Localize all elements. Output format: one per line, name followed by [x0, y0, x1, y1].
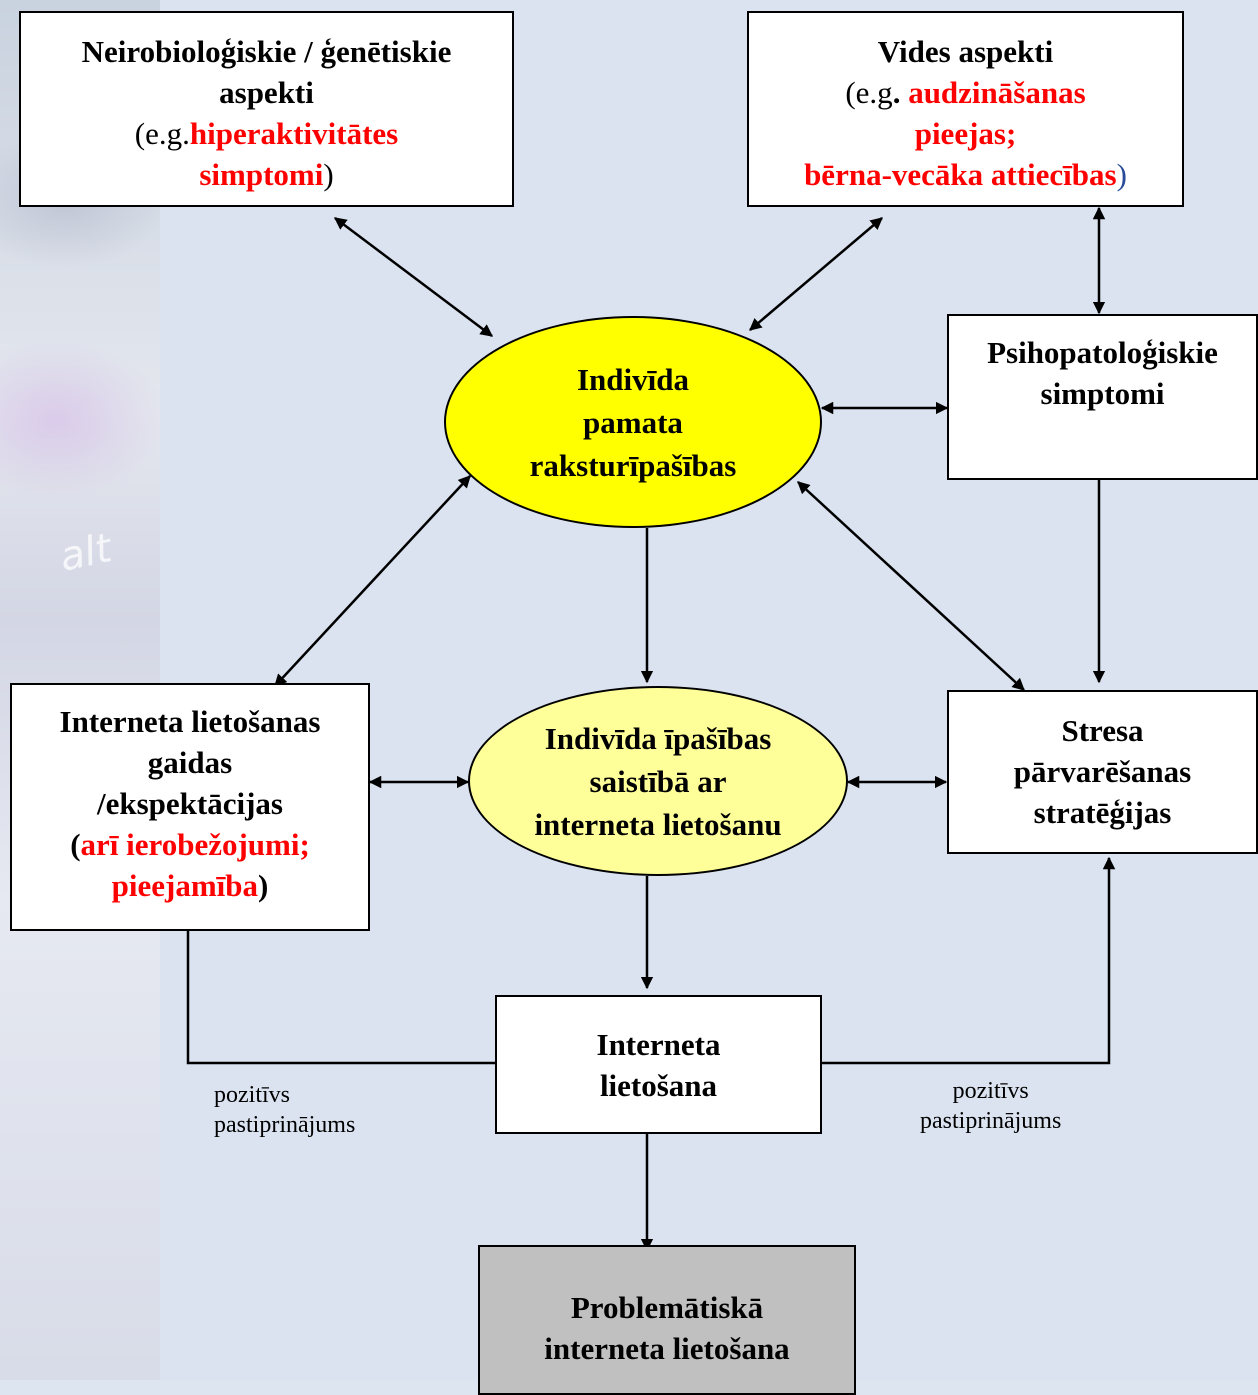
internet-usage-box: Interneta lietošana: [495, 995, 822, 1134]
neuro-line-2: aspekti: [219, 75, 314, 110]
env-line-4: bērna-vecāka attiecības): [804, 154, 1127, 195]
left-label-line-1: pozitīvs: [214, 1082, 290, 1108]
neuro-line-4: simptomi): [199, 154, 333, 195]
traits-line-2: saistībā ar: [589, 763, 727, 799]
env-example-suffix: ): [1116, 157, 1127, 192]
env-example-prefix: (e.g: [845, 75, 893, 110]
problem-line-1: Problemātiskā: [570, 1290, 764, 1325]
expect-example-2: pieejamība: [111, 868, 259, 903]
psycho-line-2: simptomi: [1040, 376, 1165, 411]
arrow-core-stress: [797, 481, 1025, 691]
right-label-line-1: pozitīvs: [952, 1078, 1029, 1104]
usage-line-1: Interneta: [596, 1026, 721, 1062]
arrow-env-core: [749, 217, 883, 331]
right-reinforcement-label: pozitīvs pastiprinājums: [920, 1076, 1061, 1136]
environment-aspects-box: Vides aspekti (e.g. audzināšanas pieejas…: [747, 11, 1184, 207]
traits-line-1: Indivīda īpašības: [544, 720, 772, 756]
right-label-line-2: pastiprinājums: [920, 1108, 1062, 1134]
left-reinforcement-label: pozitīvs pastiprinājums: [214, 1080, 355, 1140]
expect-line-4: (arī ierobežojumi;: [70, 824, 310, 865]
stress-line-1: Stresa: [1061, 713, 1144, 748]
stress-line-3: stratēģijas: [1033, 795, 1172, 830]
stress-line-2: pārvarēšanas: [1013, 754, 1192, 789]
neuro-example-2: simptomi: [199, 157, 324, 192]
expect-line-1: Interneta lietošanas: [59, 704, 321, 739]
neuro-line-1: Neirobioloģiskie / ģenētiskie: [81, 34, 452, 69]
expect-line-5: pieejamība): [112, 865, 269, 906]
problematic-usage-box: Problemātiskā interneta lietošana: [478, 1245, 856, 1395]
expect-line-2: gaidas: [147, 745, 233, 780]
expect-paren-close: ): [258, 868, 269, 903]
neurobiological-aspects-box: Neirobioloģiskie / ģenētiskie aspekti (e…: [19, 11, 514, 207]
expect-example-1: arī ierobežojumi;: [80, 827, 310, 862]
left-label-line-2: pastiprinājums: [214, 1112, 356, 1138]
psychopathological-symptoms-box: Psihopatoloģiskie simptomi: [947, 314, 1258, 480]
arrow-usage-stress: [822, 856, 1116, 1065]
usage-line-2: lietošana: [599, 1067, 718, 1103]
env-line-1: Vides aspekti: [877, 34, 1054, 69]
internet-expectations-box: Interneta lietošanas gaidas /ekspektācij…: [10, 683, 370, 931]
internet-traits-ellipse: Indivīda īpašības saistībā ar interneta …: [468, 686, 848, 876]
arrow-neuro-core: [334, 217, 493, 337]
env-line-2: (e.g. audzināšanas: [845, 72, 1085, 113]
expect-paren-open: (: [70, 827, 81, 862]
neuro-example-1: hiperaktivitātes: [189, 116, 399, 151]
env-example-3: bērna-vecāka attiecības: [804, 157, 1117, 192]
neuro-line-3: (e.g.hiperaktivitātes: [135, 113, 398, 154]
env-example-2: pieejas;: [914, 116, 1017, 151]
core-traits-ellipse: Indivīda pamata raksturīpašības: [444, 316, 822, 528]
core-line-1: Indivīda: [576, 361, 689, 397]
neuro-example-suffix: ): [323, 157, 334, 192]
traits-line-3: interneta lietošanu: [534, 806, 782, 842]
arrow-core-expect: [274, 475, 471, 687]
problem-line-2: interneta lietošana: [544, 1331, 790, 1366]
core-line-2: pamata: [583, 404, 683, 440]
env-example-1: audzināšanas: [908, 75, 1086, 110]
stress-coping-box: Stresa pārvarēšanas stratēģijas: [947, 690, 1258, 854]
neuro-example-prefix: (e.g.: [134, 116, 190, 151]
psycho-line-1: Psihopatoloģiskie: [987, 335, 1218, 370]
expect-line-3: /ekspektācijas: [97, 786, 283, 821]
core-line-3: raksturīpašības: [529, 447, 737, 483]
env-example-dot: .: [892, 75, 901, 110]
